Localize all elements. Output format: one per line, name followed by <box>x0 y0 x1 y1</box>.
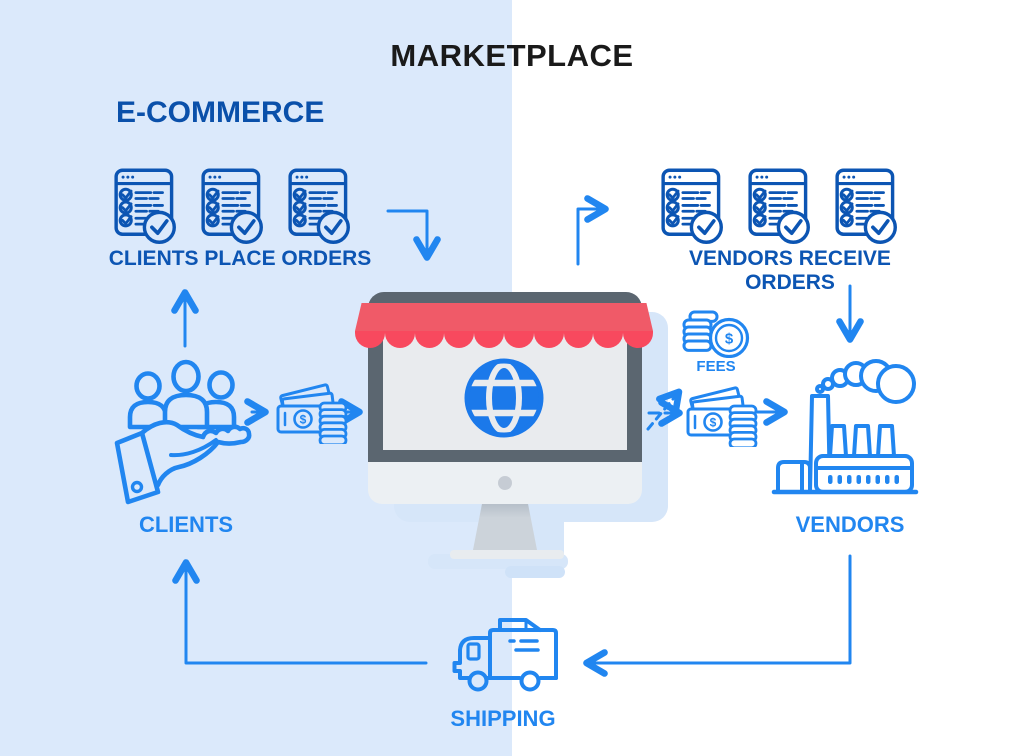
page-title: MARKETPLACE <box>390 38 634 73</box>
ecommerce-subtitle: E-COMMERCE <box>116 96 325 129</box>
order-checklist-icon <box>201 168 265 245</box>
money-bills-coins-icon <box>686 383 758 447</box>
monitor-base-shadow-tab <box>505 566 565 578</box>
order-checklist-icon <box>114 168 178 245</box>
order-checklist-icon <box>835 168 899 245</box>
money-bills-coins-icon <box>276 380 348 444</box>
storefront-awning-band <box>355 303 653 331</box>
fees-coins-icon: $ <box>682 310 750 358</box>
order-checklist-icon <box>288 168 352 245</box>
factory-icon <box>771 359 919 495</box>
fees-label: FEES <box>696 358 736 375</box>
monitor-base <box>450 550 564 559</box>
clients-place-orders-label: CLIENTS PLACE ORDERS <box>108 247 372 270</box>
clients-label: CLIENTS <box>138 512 234 537</box>
monitor-camera-dot <box>498 476 512 490</box>
order-checklist-icon <box>748 168 812 245</box>
dollar-sign: $ <box>725 331 734 348</box>
globe-icon <box>464 358 544 438</box>
order-checklist-icon <box>661 168 725 245</box>
shipping-label: SHIPPING <box>450 706 556 731</box>
monitor-stand <box>473 504 537 550</box>
delivery-truck-icon <box>452 618 558 692</box>
storefront-awning-scallops <box>355 331 653 348</box>
clients-group-in-hand-icon <box>114 359 252 505</box>
vendors-receive-orders-label: VENDORS RECEIVE ORDERS <box>689 247 891 294</box>
vendors-label: VENDORS <box>795 512 905 537</box>
